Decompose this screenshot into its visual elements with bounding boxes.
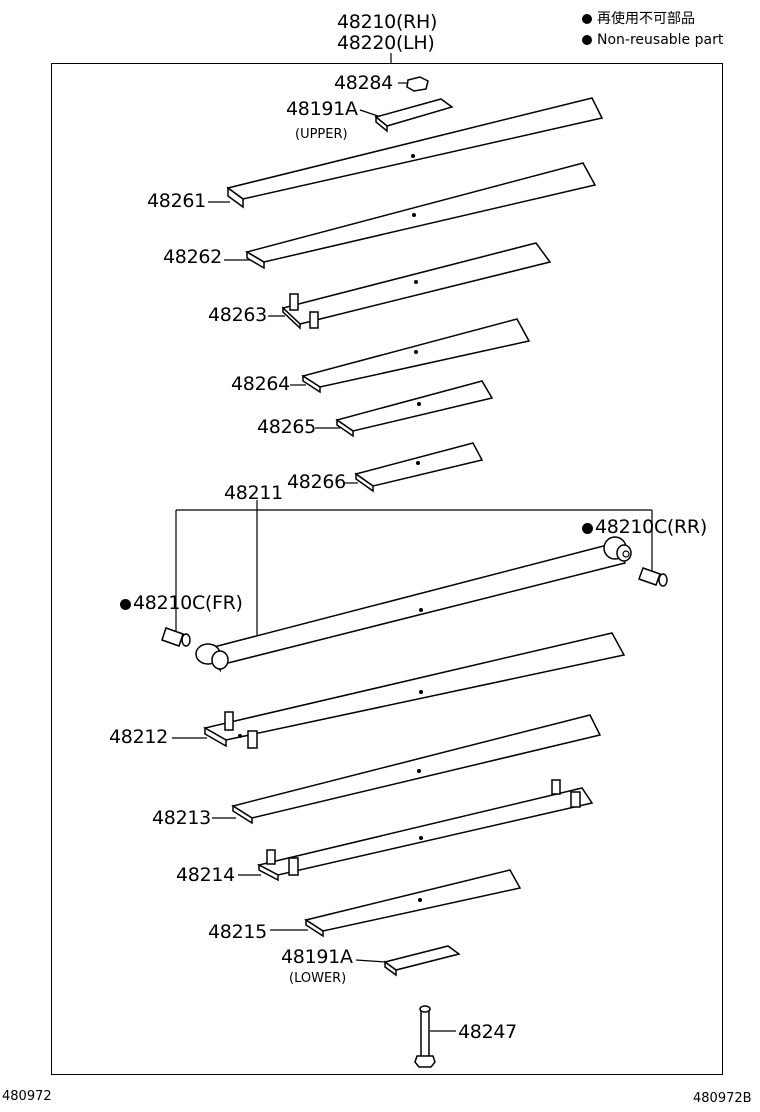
part-48191a-upper-pad [359,98,454,133]
part-48247-bolt [414,1005,456,1068]
part-48262-leaf [224,162,597,270]
label-48212: 48212 [109,726,168,748]
label-48264: 48264 [231,373,290,395]
label-48215: 48215 [208,921,267,943]
label-48210c-rr: 48210C(RR) [582,517,707,537]
part-48215-leaf [270,869,522,938]
label-48210c-fr-text: 48210C(FR) [133,592,243,614]
label-48266: 48266 [287,471,346,493]
label-48262: 48262 [163,246,222,268]
assembly-title-lh: 48220(LH) [337,32,435,54]
legend-en: Non-reusable part [582,31,723,50]
label-48191a-lower: 48191A [281,946,353,968]
diagram-frame [51,63,723,1075]
label-48247: 48247 [458,1021,517,1043]
part-48263-leaf [268,242,552,330]
part-48284-nut [398,76,429,92]
part-48213-leaf [212,714,602,825]
label-upper: (UPPER) [295,127,348,142]
non-reusable-dot-icon [582,523,593,534]
label-48284: 48284 [334,72,393,94]
assembly-title-rh: 48210(RH) [337,11,438,33]
footer-left-ref: 480972 [2,1089,52,1104]
legend-jp: 再使用不可部品 [582,10,695,29]
label-48210c-rr-text: 48210C(RR) [595,516,707,538]
label-lower: (LOWER) [289,971,347,986]
part-48210c-fr-bushing [161,627,191,647]
bracket-48211 [175,500,653,640]
part-48191a-lower-pad [355,945,461,977]
part-48210c-rr-bushing [638,567,668,587]
part-48211-main-leaf [195,536,632,673]
label-48214: 48214 [176,864,235,886]
part-48264-leaf [290,318,531,394]
part-48266-leaf [344,442,484,493]
label-48265: 48265 [257,416,316,438]
non-reusable-dot-icon [582,14,592,24]
label-48261: 48261 [147,190,206,212]
part-48261-leaf [208,97,604,209]
label-48210c-fr: 48210C(FR) [120,593,243,613]
part-48212-leaf [172,632,626,749]
label-48211: 48211 [224,482,283,504]
label-48191a-upper: 48191A [286,98,358,120]
part-48214-leaf [238,779,594,882]
label-48263: 48263 [208,304,267,326]
legend-en-text: Non-reusable part [597,32,724,48]
label-48213: 48213 [152,807,211,829]
footer-right-ref: 480972B [693,1091,752,1106]
non-reusable-dot-icon [120,599,131,610]
part-48265-leaf [315,380,494,438]
non-reusable-dot-icon [582,35,592,45]
legend-jp-text: 再使用不可部品 [597,11,695,27]
